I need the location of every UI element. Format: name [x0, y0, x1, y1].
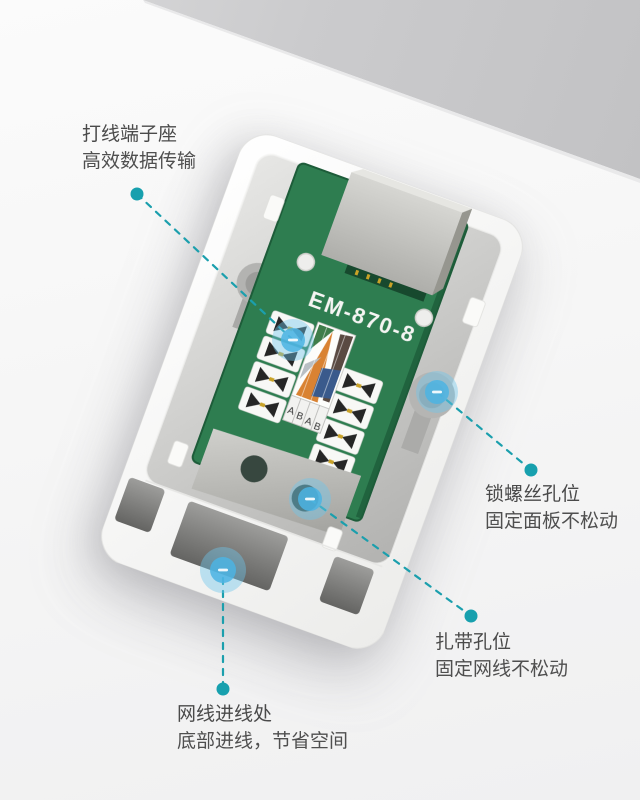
callout-terminal-title: 打线端子座	[82, 124, 178, 145]
callout-screw-hole-subtitle: 固定面板不松动	[485, 511, 619, 532]
leader-dot-screw-hole	[524, 463, 538, 477]
cable-entry-opening	[170, 501, 288, 591]
rj45-metal-jack	[321, 169, 473, 302]
callout-cable-tie: 扎带孔位 固定网线不松动	[435, 629, 568, 683]
callout-terminal-subtitle: 高效数据传输	[82, 151, 197, 172]
svg-text:B: B	[295, 410, 305, 423]
callout-screw-hole: 锁螺丝孔位 固定面板不松动	[485, 481, 618, 535]
junction-box-illustration: EM-870-8 A B A B	[101, 134, 523, 649]
svg-text:B: B	[312, 421, 322, 434]
svg-text:A: A	[303, 416, 313, 429]
leader-dot-cable-tie	[464, 609, 478, 623]
callout-cable-entry-subtitle: 底部进线，节省空间	[177, 731, 349, 752]
svg-text:A: A	[286, 405, 296, 418]
bottom-cutout-left	[115, 477, 165, 532]
network-junction-box: EM-870-8 A B A B	[93, 126, 531, 656]
callout-cable-tie-title: 扎带孔位	[435, 632, 512, 653]
callout-cable-tie-subtitle: 固定网线不松动	[435, 659, 569, 680]
callout-terminal: 打线端子座 高效数据传输	[82, 121, 196, 175]
callout-screw-hole-title: 锁螺丝孔位	[485, 484, 581, 505]
wiring-ab-cells: A B A B	[282, 394, 330, 434]
callout-cable-entry-title: 网线进线处	[177, 704, 273, 725]
wiring-color-label: A B A B	[282, 321, 357, 434]
leader-dot-cable-entry	[216, 682, 230, 696]
cable-tie-hole-left	[240, 455, 268, 483]
leader-dot-terminal	[130, 187, 144, 201]
callout-cable-entry: 网线进线处 底部进线，节省空间	[177, 701, 348, 755]
